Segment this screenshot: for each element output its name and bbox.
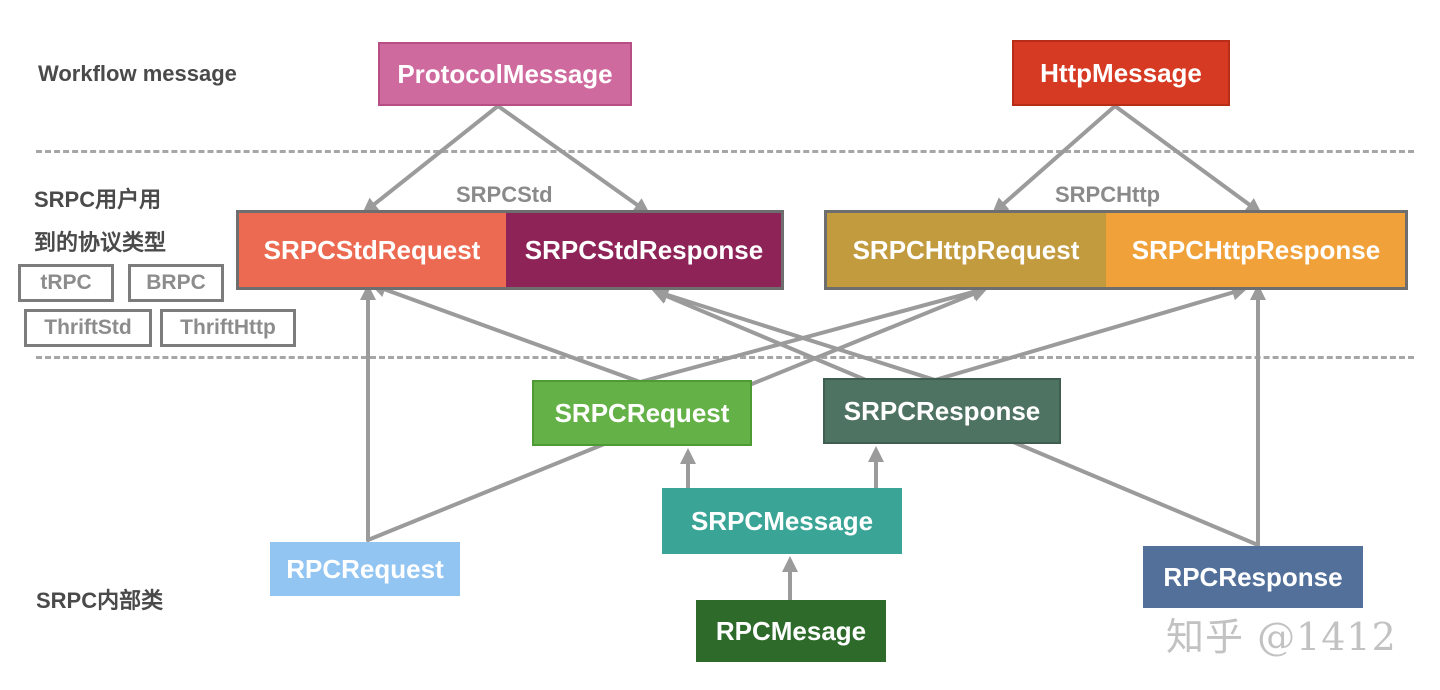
protocol-tag-thriftstd: ThriftStd	[24, 309, 152, 347]
node-srpc-response: SRPCResponse	[823, 378, 1061, 444]
section-label-srpc-user-protocol-line2: 到的协议类型	[34, 230, 167, 255]
arrow-rpc-response-to-http-response	[1250, 284, 1266, 547]
section-label-srpc-user-protocol-line1: SRPC用户用	[34, 187, 162, 212]
node-srpc-http-request: SRPCHttpRequest	[826, 212, 1106, 288]
node-srpc-request: SRPCRequest	[532, 380, 752, 446]
node-srpc-message: SRPCMessage	[662, 488, 902, 554]
arrow-rpc-mesage-to-srpc-message	[782, 556, 798, 602]
section-label-srpc-internal: SRPC内部类	[36, 588, 164, 613]
node-protocol-message: ProtocolMessage	[378, 42, 632, 106]
arrow-srpc-response-to-http-response	[933, 284, 1248, 382]
arrow-rpc-request-to-std-request	[360, 284, 376, 542]
protocol-tag-trpc: tRPC	[18, 264, 114, 302]
node-rpc-mesage: RPCMesage	[696, 600, 886, 662]
section-divider-top	[36, 150, 1414, 153]
arrow-std-request-to-protocol-message	[362, 104, 500, 214]
arrow-srpc-message-to-srpc-request	[680, 448, 696, 490]
node-srpc-std-request: SRPCStdRequest	[238, 212, 506, 288]
arrow-srpc-request-to-std-request	[370, 281, 642, 384]
arrow-srpc-request-to-http-request	[638, 284, 988, 384]
arrow-srpc-message-to-srpc-response	[868, 446, 884, 490]
protocol-tag-brpc: BRPC	[128, 264, 224, 302]
group-label-srpc-http: SRPCHttp	[1055, 182, 1161, 207]
node-http-message: HttpMessage	[1012, 40, 1230, 106]
watermark: 知乎 @1412	[1166, 615, 1397, 659]
node-rpc-response: RPCResponse	[1143, 546, 1363, 608]
node-srpc-http-response: SRPCHttpResponse	[1106, 212, 1406, 288]
protocol-tag-thrifthttp: ThriftHttp	[160, 309, 296, 347]
node-srpc-std-response: SRPCStdResponse	[506, 212, 782, 288]
node-rpc-request: RPCRequest	[270, 542, 460, 596]
group-label-srpc-std: SRPCStd	[456, 182, 553, 207]
arrow-http-request-to-http-message	[992, 104, 1117, 214]
section-label-workflow-message: Workflow message	[38, 61, 237, 86]
